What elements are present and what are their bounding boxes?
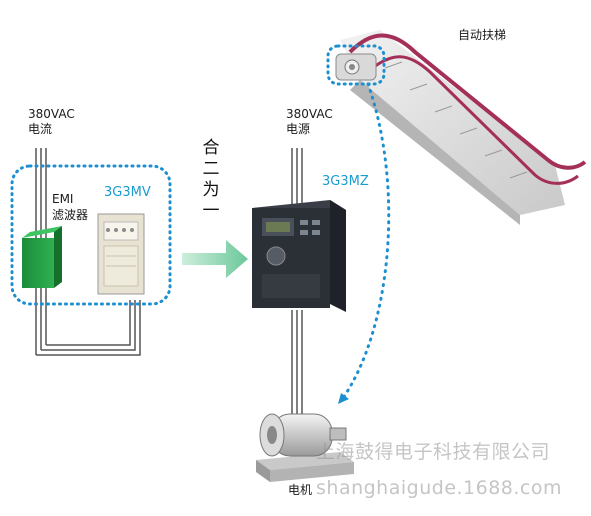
dotted-arrowhead bbox=[338, 393, 349, 404]
inverter-3g3mv-icon bbox=[97, 213, 145, 295]
escalator-label: 自动扶梯 bbox=[458, 28, 507, 42]
inverter-3g3mz-icon bbox=[252, 200, 346, 312]
model-3g3mz-label: 3G3MZ bbox=[322, 174, 369, 189]
model-3g3mv-label: 3G3MV bbox=[104, 185, 151, 200]
filter-group-highlight bbox=[10, 164, 172, 306]
watermark-domain: shanghaigude.1688.com bbox=[316, 477, 563, 499]
left-supply-label: 电流 bbox=[28, 122, 53, 136]
right-wiring bbox=[291, 148, 303, 415]
motor-label: 电机 bbox=[288, 483, 313, 497]
filter-label: 滤波器 bbox=[52, 208, 89, 222]
right-supply-label: 电源 bbox=[286, 122, 311, 136]
escalator-icon bbox=[335, 30, 587, 225]
emi-filter-icon bbox=[22, 226, 62, 288]
dotted-connection bbox=[341, 82, 391, 400]
merge-arrow-icon bbox=[182, 240, 248, 278]
emi-label: EMI bbox=[52, 192, 74, 206]
motor-icon bbox=[256, 413, 354, 482]
right-voltage-label: 380VAC bbox=[286, 107, 333, 121]
merge-label: 合二为一 bbox=[198, 138, 219, 222]
left-voltage-label: 380VAC bbox=[28, 107, 75, 121]
watermark-company: 上海鼓得电子科技有限公司 bbox=[316, 441, 551, 463]
escalator-highlight bbox=[326, 44, 386, 86]
